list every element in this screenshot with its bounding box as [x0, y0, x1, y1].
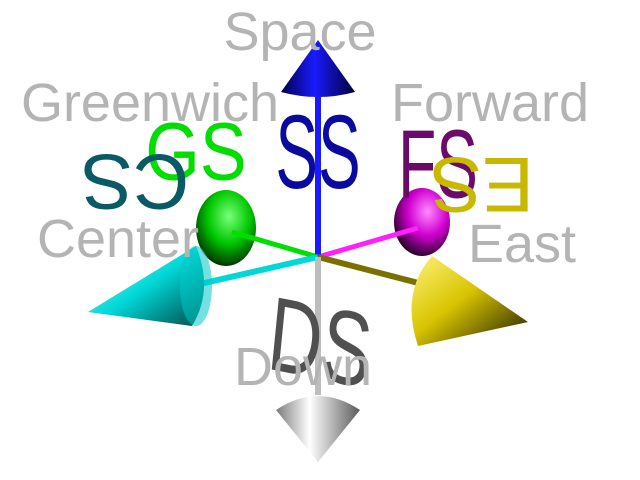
down-label: Down — [234, 337, 372, 397]
east-arrow-cone — [411, 256, 528, 346]
space-arrow-cone — [281, 40, 355, 97]
greenwich-label: Greenwich — [21, 73, 279, 133]
east-axis-shaft — [317, 254, 431, 289]
magenta-axis-shaft — [317, 225, 419, 260]
east-label: East — [468, 214, 576, 274]
center-cone-base — [180, 246, 212, 326]
down-arrow-cone — [276, 396, 360, 462]
greenwich-axis-shaft — [231, 229, 319, 260]
east-axis-glyph: ES — [430, 141, 534, 229]
space-axis-glyph: SS — [275, 94, 360, 211]
space-label: Space — [223, 2, 376, 62]
center-label: Center — [37, 209, 199, 269]
greenwich-axis-glyph: GS — [145, 106, 246, 197]
forward-label: Forward — [391, 73, 589, 133]
greenwich-arrow-cone — [196, 190, 256, 266]
magenta-arrow-cone — [394, 188, 450, 256]
down-axis-glyph: DS — [263, 275, 376, 411]
forward-axis-glyph: FS — [398, 111, 478, 219]
center-axis-glyph: CS — [81, 138, 189, 226]
center-arrow-cone — [88, 246, 205, 326]
center-axis-shaft — [199, 254, 319, 287]
